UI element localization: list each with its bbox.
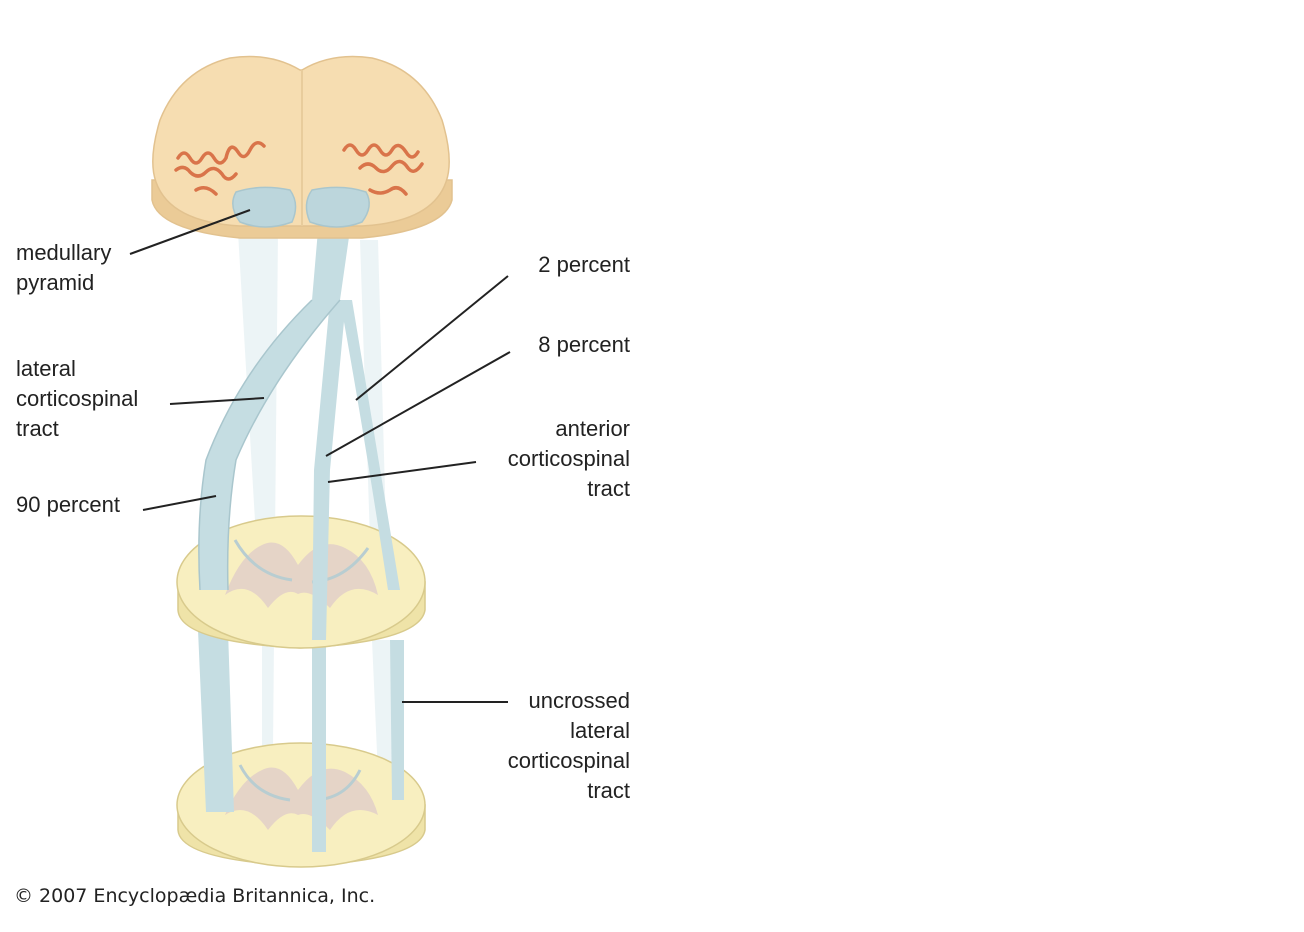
anterior-corticospinal-tract [312, 300, 346, 640]
label-anterior-tract-line3: tract [587, 476, 630, 501]
right-olive [342, 143, 424, 196]
label-uncrossed-tract-line2: lateral [570, 718, 630, 743]
label-two-percent: 2 percent [538, 252, 630, 277]
left-medullary-pyramid [232, 186, 297, 228]
corticospinal-tracts [198, 230, 400, 640]
lateral-corticospinal-tract [198, 230, 350, 590]
tracts-mid-section [198, 630, 404, 852]
medulla-cross-section [151, 55, 453, 239]
label-lateral-tract-line2: corticospinal [16, 386, 138, 411]
label-ninety-percent: 90 percent [16, 492, 120, 517]
uncrossed-lateral-tract [340, 300, 400, 590]
label-lateral-tract-line1: lateral [16, 356, 76, 381]
right-medullary-pyramid [305, 186, 370, 228]
copyright-credit: © 2007 Encyclopædia Britannica, Inc. [14, 885, 375, 907]
label-anterior-tract-line2: corticospinal [508, 446, 630, 471]
label-medullary-pyramid-line1: medullary [16, 240, 111, 265]
label-medullary-pyramid-line2: pyramid [16, 270, 94, 295]
upper-spinal-cord-section [176, 515, 426, 649]
label-eight-percent: 8 percent [538, 332, 630, 357]
left-olive [174, 141, 266, 196]
label-uncrossed-tract-line3: corticospinal [508, 748, 630, 773]
label-anterior-tract-line1: anterior [555, 416, 630, 441]
label-uncrossed-tract-line4: tract [587, 778, 630, 803]
leader-lines [129, 209, 511, 703]
labels: medullary pyramid lateral corticospinal … [16, 240, 630, 803]
label-uncrossed-tract-line1: uncrossed [528, 688, 630, 713]
label-lateral-tract-line3: tract [16, 416, 59, 441]
lower-spinal-cord-section [176, 742, 426, 868]
